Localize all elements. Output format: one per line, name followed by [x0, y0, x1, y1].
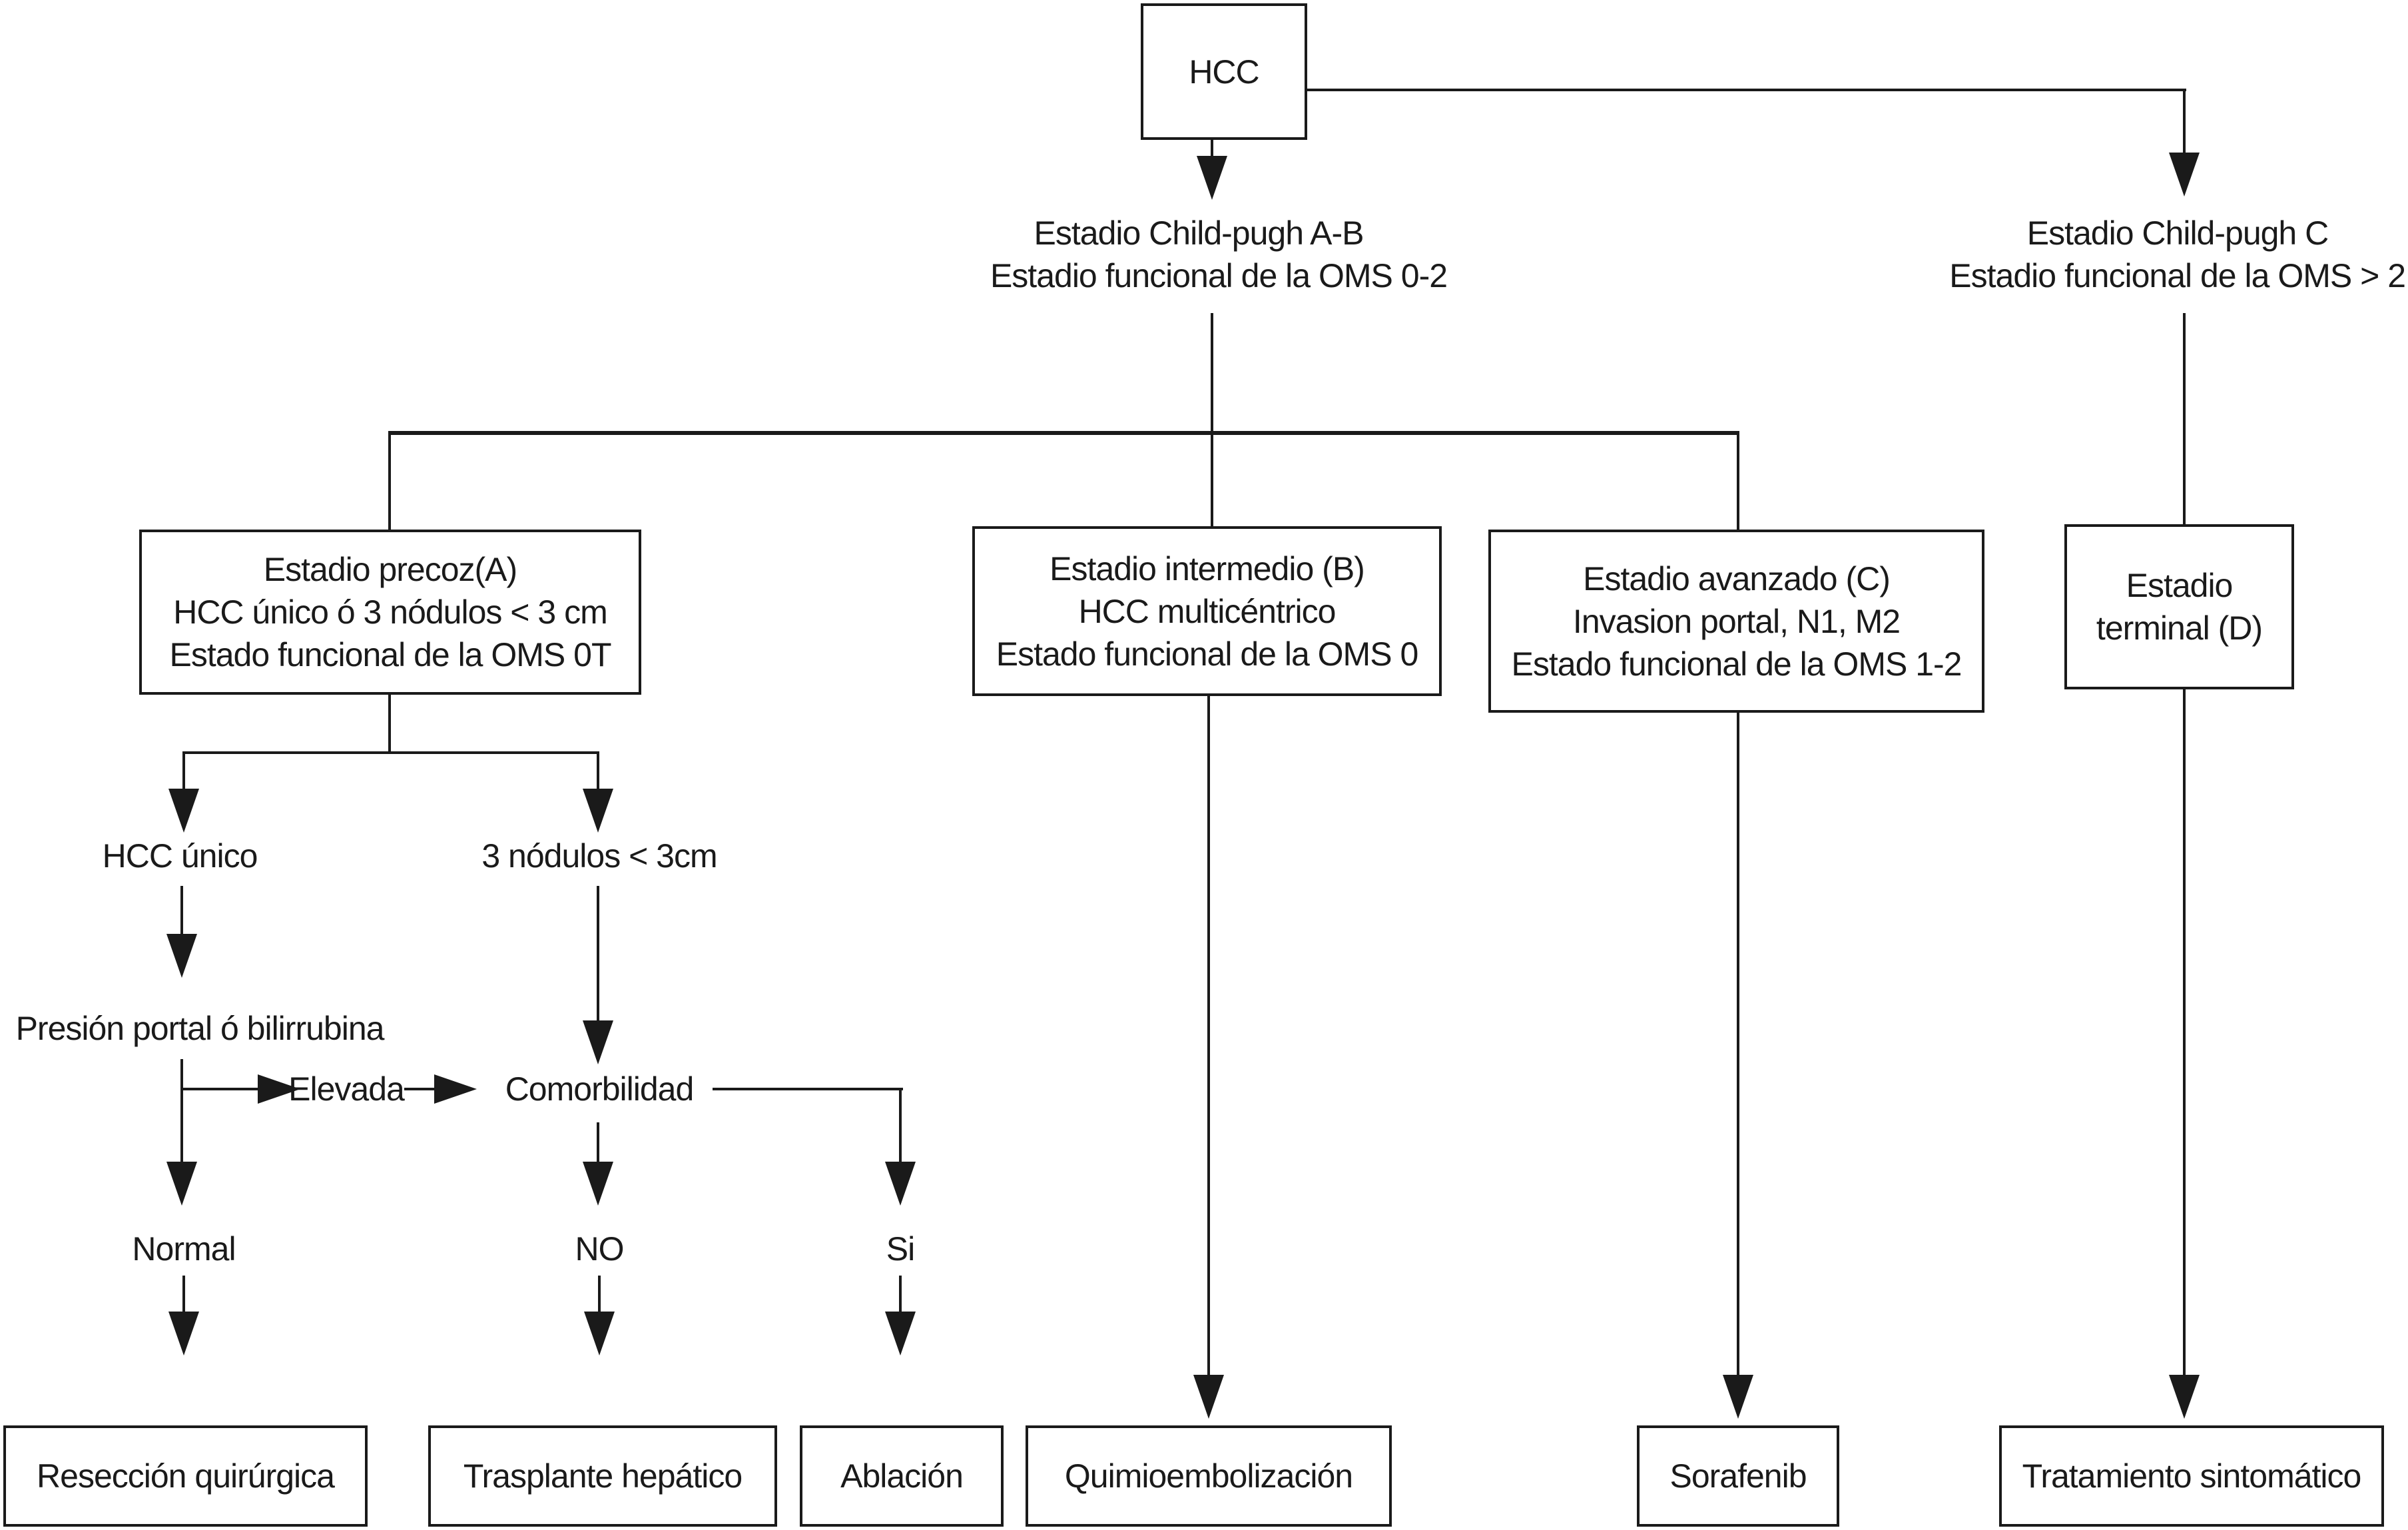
node-treatment-quimio: Quimioembolización	[1026, 1425, 1392, 1527]
node-stage-c-label: Estadio avanzado (C) Invasion portal, N1…	[1511, 560, 1962, 683]
label-presion-portal: Presión portal ó bilirrubina	[15, 1010, 385, 1047]
node-root-hcc-label: HCC	[1189, 53, 1259, 91]
connector-center-down	[1211, 313, 1213, 526]
connector-split-left	[182, 751, 185, 790]
connector-si-down	[899, 1088, 902, 1163]
connector-split-bar	[182, 751, 599, 754]
node-treatment-trasplante: Trasplante hepático	[428, 1425, 777, 1527]
connector-hcc-down	[1211, 140, 1213, 159]
connector-to-stage-c	[1737, 433, 1739, 530]
arrow-down-icon	[583, 789, 613, 833]
arrow-right-icon	[434, 1074, 477, 1104]
connector-to-elevada	[182, 1088, 258, 1090]
node-root-hcc: HCC	[1141, 3, 1307, 140]
node-stage-d-label: Estadio terminal (D)	[2096, 567, 2263, 647]
label-si: Si	[886, 1230, 915, 1268]
connector-right-elbow	[2183, 89, 2186, 155]
arrow-down-icon	[885, 1312, 916, 1355]
node-stage-b-label: Estadio intermedio (B) HCC multicéntrico…	[996, 550, 1418, 673]
node-treatment-sintomatico: Tratamiento sintomático	[1999, 1425, 2384, 1527]
connector-si-treatment	[899, 1276, 902, 1313]
label-right-branch-line1: Estadio Child-pugh C	[2026, 214, 2329, 252]
arrow-down-icon	[1723, 1375, 1753, 1419]
arrow-right-icon	[258, 1074, 300, 1104]
arrow-down-icon	[168, 789, 199, 833]
label-normal: Normal	[132, 1230, 236, 1268]
connector-stage-d-treatment	[2183, 689, 2186, 1376]
node-stage-d: Estadio terminal (D)	[2064, 524, 2294, 689]
node-treatment-sorafenib: Sorafenib	[1637, 1425, 1839, 1527]
connector-stage-a-down	[388, 695, 391, 753]
node-stage-a: Estadio precoz(A) HCC único ó 3 nódulos …	[139, 530, 641, 695]
arrow-down-icon	[166, 934, 197, 978]
label-hcc-unico: HCC único	[102, 837, 258, 875]
connector-to-stage-d	[2183, 313, 2186, 524]
arrow-down-icon	[2169, 153, 2200, 196]
arrow-down-icon	[583, 1020, 613, 1064]
arrow-down-icon	[2169, 1375, 2200, 1419]
connector-nodulos-down	[597, 886, 599, 1022]
connector-branch-bar	[388, 431, 1739, 435]
connector-split-right	[597, 751, 599, 790]
connector-elevada-comorbilidad	[404, 1088, 434, 1090]
node-treatment-reseccion-label: Resección quirúrgica	[37, 1457, 335, 1495]
arrow-down-icon	[584, 1312, 615, 1355]
node-treatment-sintomatico-label: Tratamiento sintomático	[2022, 1457, 2362, 1495]
node-treatment-ablacion: Ablación	[800, 1425, 1004, 1527]
node-treatment-sorafenib-label: Sorafenib	[1669, 1457, 1807, 1495]
label-right-branch-line2: Estadio funcional de la OMS > 2	[1949, 257, 2406, 294]
label-3-nodulos: 3 nódulos < 3cm	[481, 837, 717, 875]
connector-stage-c-treatment	[1737, 713, 1739, 1376]
arrow-down-icon	[1193, 1375, 1224, 1419]
connector-comorbilidad-right	[713, 1088, 903, 1090]
connector-stage-b-treatment	[1207, 696, 1210, 1376]
connector-comorbilidad-no	[597, 1122, 599, 1163]
node-stage-b: Estadio intermedio (B) HCC multicéntrico…	[972, 526, 1442, 696]
node-treatment-reseccion: Resección quirúrgica	[3, 1425, 368, 1527]
connector-normal-treatment	[182, 1276, 185, 1313]
node-stage-a-label: Estadio precoz(A) HCC único ó 3 nódulos …	[169, 551, 611, 673]
label-left-branch-line2: Estadio funcional de la OMS 0-2	[990, 257, 1448, 294]
arrow-down-icon	[885, 1162, 916, 1206]
arrow-down-icon	[166, 1162, 197, 1206]
label-elevada: Elevada	[288, 1070, 405, 1108]
node-treatment-trasplante-label: Trasplante hepático	[463, 1457, 743, 1495]
label-comorbilidad: Comorbilidad	[505, 1070, 695, 1108]
label-no: NO	[575, 1230, 625, 1268]
arrow-down-icon	[168, 1312, 199, 1355]
connector-hcc-right	[1307, 89, 2186, 91]
connector-to-stage-a	[388, 433, 391, 530]
arrow-down-icon	[1197, 156, 1227, 200]
connector-presion-down	[180, 1059, 183, 1163]
label-left-branch-line1: Estadio Child-pugh A-B	[1034, 214, 1364, 252]
connector-no-treatment	[598, 1276, 601, 1313]
node-treatment-ablacion-label: Ablación	[840, 1457, 964, 1495]
connector-unico-down	[180, 886, 183, 935]
node-stage-c: Estadio avanzado (C) Invasion portal, N1…	[1488, 530, 1984, 713]
arrow-down-icon	[583, 1162, 613, 1206]
node-treatment-quimio-label: Quimioembolización	[1064, 1457, 1353, 1495]
